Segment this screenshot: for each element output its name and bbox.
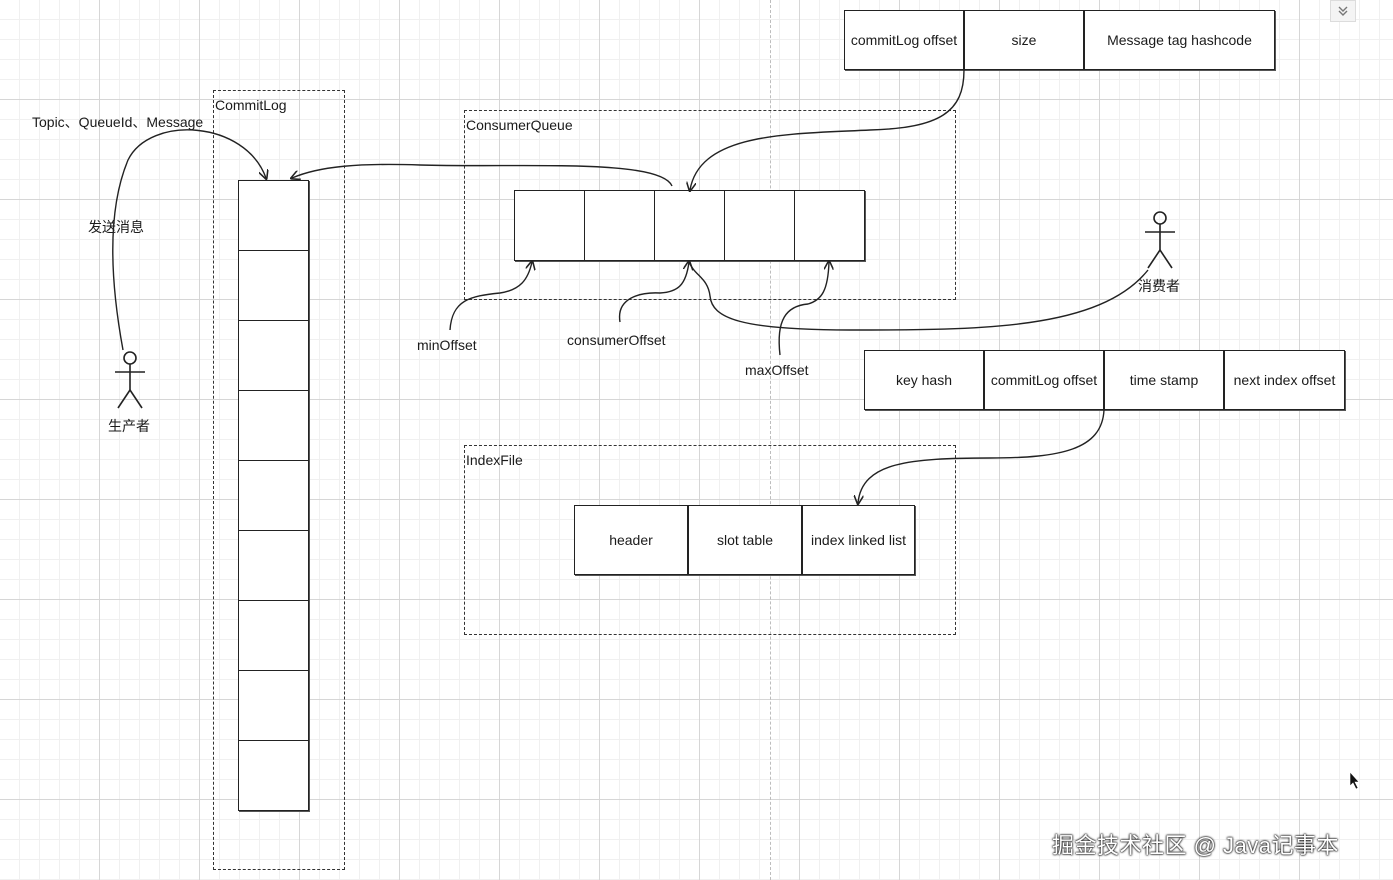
commitlog-slot	[238, 600, 309, 671]
producer-label: 生产者	[108, 418, 150, 434]
producer-payload-label: Topic、QueueId、Message	[32, 114, 204, 130]
cq-to-commitlog-arrow	[292, 163, 673, 187]
cq-slot	[654, 190, 725, 261]
index-entry-to-indexfile-arrow	[858, 409, 1105, 503]
consumer-label: 消费者	[1138, 278, 1180, 294]
page-guide-left	[770, 0, 771, 880]
cq-entry-to-slot-arrow	[690, 69, 965, 190]
consumer-offset-arrow	[618, 262, 689, 323]
consumer-offset-label: consumerOffset	[567, 332, 666, 348]
commitlog-slot	[238, 670, 309, 741]
cq-slot	[724, 190, 795, 261]
cq-slot	[794, 190, 865, 261]
commitlog-slot	[238, 740, 309, 811]
chevron-double-down-icon	[1338, 6, 1348, 16]
watermark: 掘金技术社区 @ Java记事本	[1052, 833, 1340, 858]
max-offset-label: maxOffset	[745, 362, 809, 378]
cq-entry-commitlog-offset: commitLog offset	[844, 10, 964, 70]
indexfile-index-linked-list: index linked list	[802, 505, 915, 575]
index-entry-time-stamp: time stamp	[1104, 350, 1224, 410]
consumer-to-cq-line	[688, 261, 1149, 331]
index-entry-next-index-offset: next index offset	[1224, 350, 1345, 410]
commitlog-slot	[238, 180, 309, 251]
mouse-pointer-icon	[1349, 771, 1360, 790]
max-offset-arrow	[778, 262, 829, 356]
producer-figure	[115, 351, 145, 409]
cq-entry-tag-hashcode: Message tag hashcode	[1084, 10, 1275, 70]
index-entry-commitlog-offset: commitLog offset	[984, 350, 1104, 410]
consumerqueue-title: ConsumerQueue	[466, 117, 573, 133]
commitlog-slot	[238, 320, 309, 391]
cq-entry-size: size	[964, 10, 1084, 70]
min-offset-arrow	[449, 262, 532, 331]
indexfile-slot-table: slot table	[688, 505, 802, 575]
commitlog-title: CommitLog	[215, 97, 287, 113]
send-message-label: 发送消息	[88, 219, 144, 235]
producer-to-commitlog-arrow	[112, 129, 266, 351]
index-entry-key-hash: key hash	[864, 350, 984, 410]
indexfile-header: header	[574, 505, 688, 575]
min-offset-label: minOffset	[417, 337, 477, 353]
commitlog-container	[213, 90, 345, 870]
consumer-figure	[1145, 211, 1175, 269]
commitlog-slot	[238, 250, 309, 321]
collapse-toggle[interactable]	[1330, 0, 1356, 22]
cq-slot	[514, 190, 585, 261]
indexfile-title: IndexFile	[466, 452, 523, 468]
indexfile-container	[464, 445, 956, 635]
